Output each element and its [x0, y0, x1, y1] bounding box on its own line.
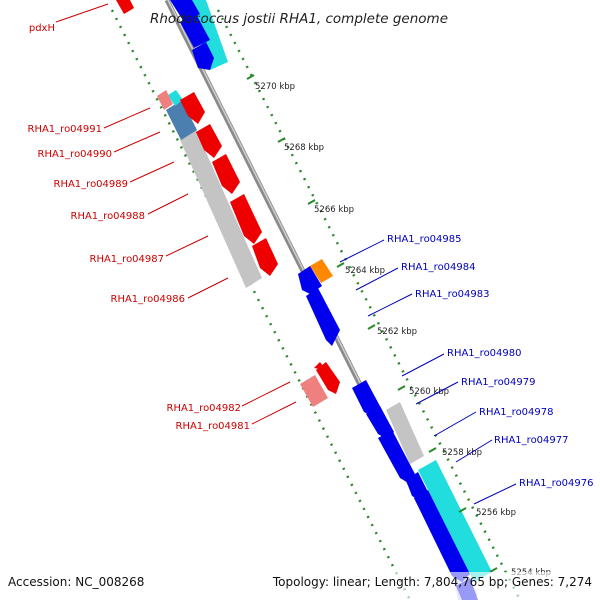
tick-label: 5260 kbp — [409, 387, 449, 397]
gene-label: RHA1_ro04985 — [387, 234, 462, 245]
gene-label: RHA1_ro04990 — [38, 149, 113, 160]
cyan-band-lower — [418, 460, 492, 582]
gene-ro04985 — [298, 266, 322, 294]
genome-title: Rhodococcus jostii RHA1, complete genome — [150, 11, 448, 27]
gene-ro04982-cap — [314, 362, 326, 370]
tick-labels: 5270 kbp 5268 kbp 5266 kbp 5264 kbp 5262… — [255, 82, 551, 578]
cyan-band-small — [168, 90, 183, 106]
gene-ro04976 — [414, 490, 470, 582]
gene-label: pdxH — [29, 23, 55, 34]
gene-ro04988 — [230, 194, 262, 244]
accession-text: Accession: NC_008268 — [8, 575, 144, 589]
gene-label: RHA1_ro04983 — [415, 289, 490, 300]
gene-label: RHA1_ro04978 — [479, 407, 554, 418]
tick-label: 5258 kbp — [442, 448, 482, 458]
forward-gene-labels: pdxH RHA1_ro04991 RHA1_ro04990 RHA1_ro04… — [28, 23, 251, 432]
gene-ro04977 — [406, 472, 428, 500]
gene-ro04978 — [378, 430, 416, 484]
gene-label: RHA1_ro04986 — [111, 294, 186, 305]
gene-label: RHA1_ro04976 — [519, 478, 594, 489]
gene-label: RHA1_ro04989 — [54, 179, 129, 190]
dotted-guide-lines — [110, 9, 522, 600]
gene-ro04983 — [306, 288, 340, 346]
pink-band-lower — [300, 375, 328, 407]
reverse-gene-labels: RHA1_ro04985 RHA1_ro04984 RHA1_ro04983 R… — [387, 234, 594, 489]
tick-label: 5270 kbp — [255, 82, 295, 92]
gene-label: RHA1_ro04977 — [494, 435, 569, 446]
gene-label: RHA1_ro04987 — [90, 254, 165, 265]
gene-ro04990 — [196, 124, 222, 158]
forward-genes — [116, 0, 340, 394]
tick-label: 5262 kbp — [377, 327, 417, 337]
forward-label-leaders — [55, 3, 297, 425]
gene-ro04979 — [366, 406, 394, 440]
gene-label: RHA1_ro04980 — [447, 348, 522, 359]
gene-ro04991 — [180, 92, 205, 124]
gene-ro04989 — [212, 154, 240, 194]
topology-text: Topology: linear; Length: 7,804,765 bp; … — [272, 575, 592, 589]
pink-band-small — [157, 90, 173, 110]
gene-ro04987 — [252, 238, 278, 276]
reverse-genes — [170, 0, 478, 600]
tick-label: 5264 kbp — [345, 266, 385, 276]
gene-label: RHA1_ro04982 — [167, 403, 242, 414]
gene-pdxH — [116, 0, 134, 14]
gene-ro04982 — [316, 362, 340, 394]
gene-ro04980 — [352, 380, 382, 418]
gene-top-b — [180, 14, 210, 48]
feature-bands — [157, 0, 492, 600]
gene-label: RHA1_ro04991 — [28, 124, 103, 135]
tick-marks — [246, 74, 498, 573]
gene-top-c — [192, 42, 214, 70]
tick-label: 5256 kbp — [476, 508, 516, 518]
gray-band-upper — [180, 130, 262, 288]
gray-band-lower — [386, 402, 424, 464]
gene-label: RHA1_ro04984 — [401, 262, 476, 273]
tick-label: 5266 kbp — [314, 205, 354, 215]
gene-label: RHA1_ro04981 — [176, 421, 251, 432]
reverse-guide-line — [216, 9, 522, 600]
forward-guide-line — [110, 9, 412, 600]
steel-band — [166, 100, 197, 140]
reverse-label-leaders — [339, 239, 517, 505]
gene-label: RHA1_ro04979 — [461, 377, 536, 388]
tick-label: 5268 kbp — [284, 143, 324, 153]
orange-gene — [310, 259, 333, 283]
gene-label: RHA1_ro04988 — [71, 211, 146, 222]
